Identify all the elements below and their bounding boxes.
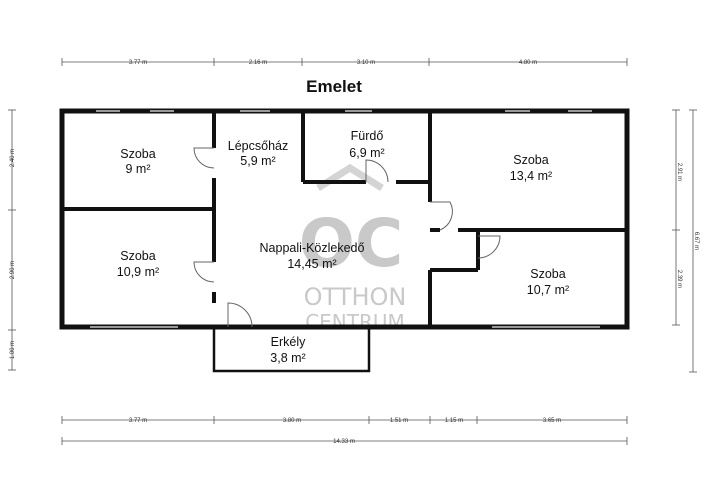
watermark-logo: OC [299,205,404,282]
dim-left-3: 1.00 m [10,341,16,359]
dim-top-4: 4.80 m [519,60,537,66]
dim-left-1: 2.40 m [10,149,16,167]
room-area: 3,8 m² [270,351,305,365]
room-area: 9 m² [126,162,151,176]
dim-bottom-5: 3.65 m [543,418,561,424]
room-erkely: Erkély 3,8 m² [270,335,306,365]
room-szoba-3: Szoba 10,9 m² [117,249,159,279]
right-dimensions [672,109,697,373]
walls [59,108,630,373]
dim-right-1: 2.91 m [676,163,682,181]
room-area: 6,9 m² [349,146,384,160]
room-name: Szoba [513,153,548,167]
roof-icon [316,163,384,191]
door-arc [193,147,215,169]
room-name: Szoba [120,147,155,161]
room-lepcsohaz: Lépcsőház 5,9 m² [228,139,288,168]
room-name: Nappali-Közlekedő [260,241,365,255]
room-szoba-4: Szoba 10,7 m² [527,267,569,297]
windows [90,110,600,328]
dim-bottom-4: 1.15 m [445,418,463,424]
dim-top-2: 2.16 m [249,60,267,66]
room-area: 14,45 m² [287,257,336,271]
room-nappali: Nappali-Közlekedő 14,45 m² [260,241,365,271]
room-area: 13,4 m² [510,169,552,183]
room-area: 10,9 m² [117,265,159,279]
left-dimensions [8,109,16,371]
bottom-dimensions [61,416,628,445]
floor-title: Emelet [306,77,362,96]
doors [193,147,501,328]
dim-right-2: 2.39 m [676,270,682,288]
watermark-line1: OTTHON [304,283,407,311]
room-furdo: Fürdő 6,9 m² [349,129,384,160]
dim-total-height: 6.67 m [693,232,699,250]
room-name: Fürdő [351,129,384,143]
room-name: Szoba [530,267,565,281]
door-arc [365,159,389,183]
dim-top-1: 3.77 m [129,60,147,66]
dim-bottom-1: 3.77 m [129,418,147,424]
room-szoba-1: Szoba 9 m² [120,147,155,176]
room-area: 5,9 m² [240,154,275,168]
room-name: Szoba [120,249,155,263]
room-szoba-2: Szoba 13,4 m² [510,153,552,183]
top-dimensions [61,58,628,66]
room-name: Lépcsőház [228,139,288,153]
dim-bottom-3: 1.51 m [390,418,408,424]
dim-top-3: 3.10 m [357,60,375,66]
door-arc [193,261,215,283]
room-area: 10,7 m² [527,283,569,297]
door-arc [477,235,501,259]
door-arc [430,201,453,231]
door-arc [227,302,253,328]
dim-left-2: 2.90 m [10,261,16,279]
watermark-line2: CENTRUM [305,310,405,334]
room-name: Erkély [271,335,306,349]
dim-total-width: 14.33 m [333,439,355,445]
watermark: OC OTTHON CENTRUM [299,163,407,334]
dim-bottom-2: 3.80 m [283,418,301,424]
